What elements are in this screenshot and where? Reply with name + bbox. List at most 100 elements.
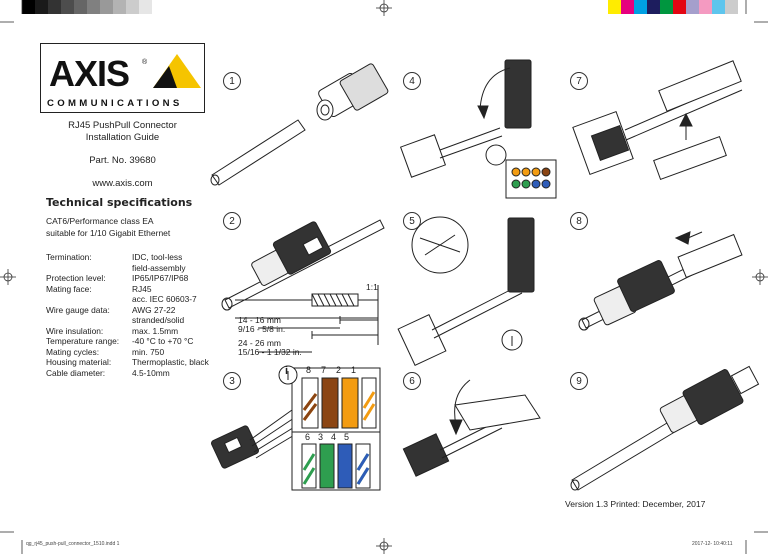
spec-row: Mating cycles: min. 750 [46, 347, 164, 357]
step-number-7: 7 [570, 72, 588, 90]
strip-length-diagram [235, 285, 379, 353]
svg-text:AXIS: AXIS [49, 53, 129, 94]
gray-swatch [139, 0, 152, 14]
gray-swatch [100, 0, 113, 14]
spec-key: Termination: [46, 252, 92, 262]
color-swatch [634, 0, 647, 14]
specs-heading: Technical specifications [46, 196, 193, 209]
spec-key: Housing material: [46, 357, 112, 367]
step5-illustration [397, 216, 535, 366]
spec-value: field-assembly [132, 262, 186, 273]
spec-value: IDC, tool-less [132, 252, 183, 262]
color-swatch [699, 0, 712, 14]
gray-swatch [22, 0, 35, 14]
spec-key: Wire insulation: [46, 325, 104, 336]
gray-swatch [35, 0, 48, 14]
spec-key: Cable diameter: [46, 367, 106, 378]
spec-value: max. 1.5mm [132, 325, 179, 336]
step6-illustration [402, 379, 541, 477]
strip-length-1: 14 - 16 mm [238, 315, 281, 325]
step3-illustration [211, 409, 297, 469]
color-swatch [660, 0, 673, 14]
spec-value: Thermoplastic, black [132, 357, 209, 367]
spec-key: Mating cycles: [46, 346, 100, 357]
step-number-3: 3 [223, 372, 241, 390]
color-swatch [725, 0, 738, 14]
print-date: 2017-12- 10:40:11 [692, 541, 733, 547]
spec-row: stranded/solid [46, 315, 184, 325]
step-number-9: 9 [570, 372, 588, 390]
spec-row: Termination: IDC, tool-less [46, 252, 182, 262]
version-info: Version 1.3 Printed: December, 2017 [565, 499, 706, 509]
spec-value: IP65/IP67/IP68 [132, 273, 189, 283]
color-swatch [686, 0, 699, 14]
info-symbol: i [285, 365, 289, 377]
part-number: Part. No. 39680 [89, 155, 156, 166]
gray-swatch [113, 0, 126, 14]
color-swatch [621, 0, 634, 14]
step9-illustration [570, 365, 760, 491]
step4-illustration [399, 59, 557, 199]
color-swatch [712, 0, 725, 14]
strip-length-2-inch: 15/16 - 1 1/32 in. [238, 347, 302, 357]
spec-value: stranded/solid [132, 315, 185, 325]
spec-value: AWG 27-22 [132, 304, 176, 315]
strip-length-1-inch: 9/16 - 5/8 in. [238, 324, 286, 334]
spec-value: acc. IEC 60603-7 [132, 294, 197, 304]
spec-key: Mating face: [46, 283, 92, 294]
registration-mark-top [376, 0, 392, 16]
pin-number: 6 [305, 432, 311, 442]
spec-key: Wire gauge data: [46, 304, 110, 315]
spec-row: field-assembly [46, 263, 186, 273]
step8-illustration [578, 231, 743, 331]
gray-swatch [87, 0, 100, 14]
spec-row: acc. IEC 60603-7 [46, 294, 197, 304]
wiring-top-box [291, 367, 381, 433]
spec-row: Housing material: Thermoplastic, black [46, 357, 209, 367]
spec-value: -40 °C to +70 °C [132, 336, 194, 346]
strip-length-2: 24 - 26 mm [238, 338, 281, 348]
spec-value: min. 750 [132, 346, 165, 357]
website: www.axis.com [92, 178, 153, 189]
strip-scale: 1:1 [366, 282, 378, 292]
spec-value: RJ45 [132, 283, 152, 294]
spec-row: Mating face: RJ45 [46, 284, 152, 294]
step-number-6: 6 [403, 372, 421, 390]
spec-value: 4.5-10mm [132, 367, 170, 378]
registration-mark-right [752, 269, 768, 285]
spec-row: Wire gauge data: AWG 27-22 [46, 305, 175, 315]
wiring-bottom-box [291, 431, 381, 491]
guide-title-line2: Installation Guide [85, 132, 160, 143]
step-number-2: 2 [223, 212, 241, 230]
svg-text:COMMUNICATIONS: COMMUNICATIONS [47, 98, 183, 109]
spec-row: Temperature range: -40 °C to +70 °C [46, 336, 193, 346]
grayscale-bar [22, 0, 152, 14]
gray-swatch [48, 0, 61, 14]
pin-number: 5 [344, 432, 350, 442]
registration-mark-left [0, 269, 16, 285]
step-number-8: 8 [570, 212, 588, 230]
step7-illustration [572, 60, 743, 181]
color-swatch [608, 0, 621, 14]
specs-class-line1: CAT6/Performance class EA [46, 216, 154, 226]
spec-key: Temperature range: [46, 336, 120, 346]
guide-title-line1: RJ45 PushPull Connector [68, 120, 177, 131]
color-swatch [673, 0, 686, 14]
axis-logo: AXIS ® COMMUNICATIONS [40, 43, 205, 113]
file-slug: qg_rj45_push-pull_connector_1510.indd 1 [26, 541, 120, 547]
gray-swatch [61, 0, 74, 14]
pin-number: 7 [321, 365, 327, 375]
pin-number: 8 [306, 365, 312, 375]
spec-row: Protection level:IP65/IP67/IP68 [46, 273, 188, 283]
step-number-5: 5 [403, 212, 421, 230]
color-bar [608, 0, 738, 14]
pin-number: 1 [351, 365, 357, 375]
gray-swatch [74, 0, 87, 14]
color-swatch [647, 0, 660, 14]
step1-illustration [210, 63, 389, 186]
svg-text:®: ® [142, 58, 148, 66]
step-number-4: 4 [403, 72, 421, 90]
